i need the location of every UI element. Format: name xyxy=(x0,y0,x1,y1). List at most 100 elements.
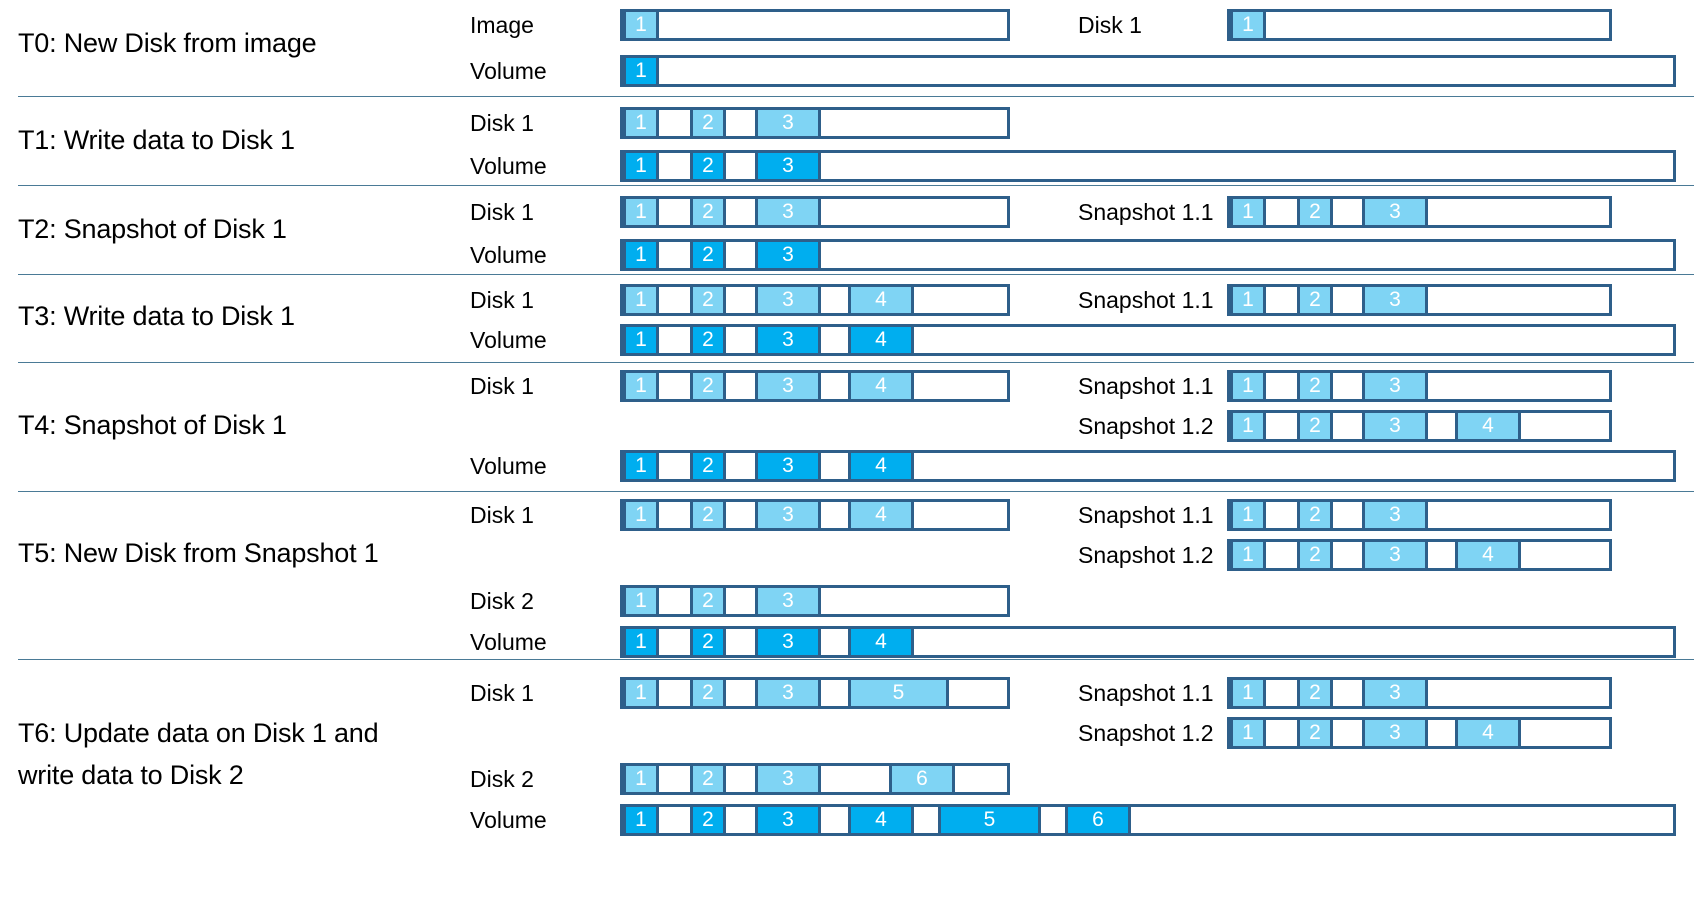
track-label: Image xyxy=(470,12,534,38)
allocation-bar: 1 xyxy=(620,55,1676,87)
data-block: 4 xyxy=(1455,720,1521,746)
track-label: Disk 2 xyxy=(470,766,534,792)
track-label: Snapshot 1.2 xyxy=(1078,413,1214,439)
step-label-t5: T5: New Disk from Snapshot 1 xyxy=(18,538,379,568)
data-block: 1 xyxy=(623,373,659,399)
data-block: 2 xyxy=(1297,720,1333,746)
data-block: 3 xyxy=(755,373,821,399)
track-label: Volume xyxy=(470,807,547,833)
row-separator xyxy=(18,491,1694,492)
data-block: 3 xyxy=(1362,720,1428,746)
data-block: 5 xyxy=(938,807,1041,833)
data-block: 3 xyxy=(755,153,821,179)
data-block: 3 xyxy=(1362,542,1428,568)
step-label-t6: T6: Update data on Disk 1 and write data… xyxy=(18,718,379,790)
data-block: 4 xyxy=(848,373,914,399)
data-block: 3 xyxy=(755,242,821,268)
step-label-t4: T4: Snapshot of Disk 1 xyxy=(18,410,287,440)
data-block: 2 xyxy=(690,242,726,268)
allocation-bar: 1 xyxy=(620,9,1010,41)
data-block: 2 xyxy=(690,453,726,479)
step-label-t0: T0: New Disk from image xyxy=(18,28,317,58)
track-label: Disk 1 xyxy=(470,110,534,136)
data-block: 4 xyxy=(848,327,914,353)
data-block: 2 xyxy=(1297,680,1333,706)
data-block: 3 xyxy=(755,807,821,833)
data-block: 4 xyxy=(1455,413,1521,439)
data-block: 3 xyxy=(1362,287,1428,313)
data-block: 2 xyxy=(690,199,726,225)
data-block: 2 xyxy=(690,373,726,399)
data-block: 2 xyxy=(690,588,726,614)
data-block: 1 xyxy=(623,287,659,313)
data-block: 1 xyxy=(623,629,659,655)
data-block: 2 xyxy=(690,110,726,136)
track-label: Volume xyxy=(470,453,547,479)
track-label: Disk 1 xyxy=(470,680,534,706)
data-block: 2 xyxy=(690,766,726,792)
data-block: 3 xyxy=(1362,502,1428,528)
track-label: Volume xyxy=(470,242,547,268)
allocation-bar: 1 2 3 4 xyxy=(620,626,1676,658)
row-separator xyxy=(18,659,1694,660)
data-block: 2 xyxy=(690,807,726,833)
track-label: Snapshot 1.1 xyxy=(1078,287,1214,313)
data-block: 1 xyxy=(623,766,659,792)
track-label: Disk 1 xyxy=(470,373,534,399)
data-block: 1 xyxy=(623,327,659,353)
data-block: 1 xyxy=(623,199,659,225)
data-block: 1 xyxy=(623,588,659,614)
track-label: Volume xyxy=(470,629,547,655)
data-block: 2 xyxy=(690,502,726,528)
data-block: 3 xyxy=(1362,413,1428,439)
data-block: 4 xyxy=(848,287,914,313)
row-separator xyxy=(18,185,1694,186)
track-t4-disk-1: Disk 1 1 2 3 4 xyxy=(470,369,1510,403)
data-block: 3 xyxy=(755,453,821,479)
data-block: 3 xyxy=(755,502,821,528)
data-block: 4 xyxy=(848,807,914,833)
data-block: 1 xyxy=(1230,287,1266,313)
data-block: 3 xyxy=(1362,199,1428,225)
step-label-t2: T2: Snapshot of Disk 1 xyxy=(18,214,287,244)
data-block: 3 xyxy=(755,629,821,655)
timeline-row-t5: T5: New Disk from Snapshot 1 Disk 1 1 2 3 4 Sn… xyxy=(0,492,1694,659)
data-block: 2 xyxy=(690,287,726,313)
track-label: Snapshot 1.1 xyxy=(1078,680,1214,706)
data-block: 4 xyxy=(848,502,914,528)
data-block: 2 xyxy=(690,680,726,706)
row-separator xyxy=(18,362,1694,363)
data-block: 2 xyxy=(1297,502,1333,528)
data-block: 3 xyxy=(755,680,821,706)
track-label: Snapshot 1.2 xyxy=(1078,720,1214,746)
data-block: 6 xyxy=(1065,807,1131,833)
data-block: 2 xyxy=(690,629,726,655)
track-label: Disk 1 xyxy=(470,502,534,528)
track-label: Disk 1 xyxy=(1078,12,1142,38)
track-label: Snapshot 1.1 xyxy=(1078,502,1214,528)
data-block: 1 xyxy=(623,502,659,528)
data-block: 4 xyxy=(848,629,914,655)
data-block: 1 xyxy=(623,58,659,84)
